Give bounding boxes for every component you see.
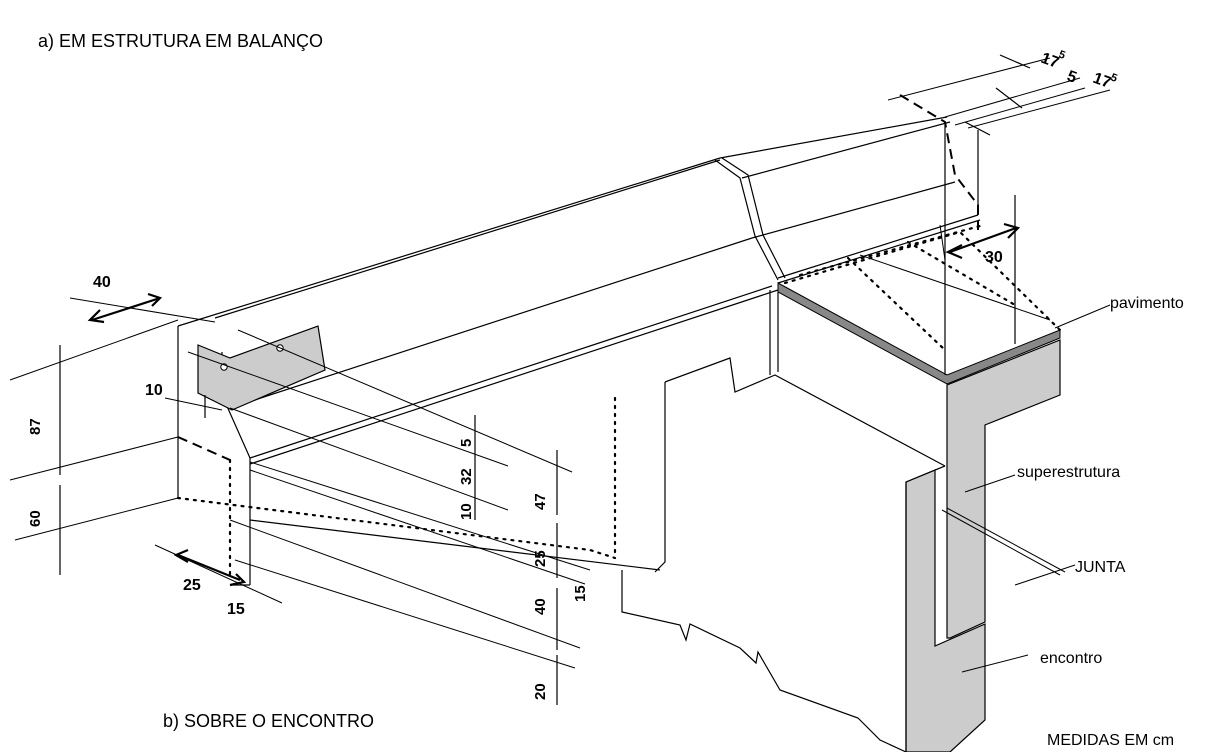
top-right-hatch — [859, 254, 1051, 321]
dotted-top-right-4 — [906, 240, 1017, 307]
lower-edge-2b — [777, 219, 981, 284]
dim-30-arrow — [949, 226, 1017, 254]
lower-edge-1b — [777, 214, 979, 279]
top-edge-2b — [741, 121, 951, 179]
title-a: a) EM ESTRUTURA EM BALANÇO — [38, 31, 323, 51]
slab-underside-line — [249, 519, 661, 571]
lower-edge-1 — [249, 285, 773, 459]
ext-line-40b — [229, 519, 581, 649]
barrier-body — [176, 94, 1062, 752]
label-superestrutura: superestrutura — [1017, 464, 1120, 481]
tick-5 — [995, 87, 1023, 109]
dim-30: 30 — [985, 249, 1003, 266]
dim-10: 10 — [145, 382, 163, 399]
abutment-top-edge — [934, 465, 946, 471]
dim-47: 47 — [532, 493, 549, 510]
ext-line-10b — [229, 407, 509, 511]
ext-line-17b — [967, 89, 1111, 129]
top-edge-2 — [214, 159, 721, 319]
top-edge-1 — [177, 157, 721, 327]
superstructure-section — [905, 339, 1066, 752]
joint-break-1 — [714, 159, 779, 281]
ext-line-10 — [164, 397, 223, 411]
encontro-section-fill — [905, 469, 986, 752]
dim-17-b-sup: 5 — [1109, 72, 1119, 85]
ext-line-32 — [187, 351, 509, 467]
dim-25b: 25 — [532, 550, 549, 567]
dim-17-a: 17 — [1039, 50, 1062, 72]
junta-line-1 — [941, 509, 1061, 576]
top-edge-1b — [719, 116, 948, 159]
title-b: b) SOBRE O ENCONTRO — [163, 711, 374, 731]
dashed-section-right — [899, 94, 979, 230]
junta-line-2 — [946, 507, 1066, 573]
ext-line-87-top — [9, 319, 179, 381]
label-pavimento: pavimento — [1110, 295, 1184, 312]
ext-line-25 — [154, 544, 283, 604]
tick-17b — [964, 121, 991, 136]
step-profile-top — [664, 357, 946, 467]
ext-line-40 — [69, 297, 216, 323]
label-encontro: encontro — [1040, 650, 1102, 667]
dim-25-arrow — [177, 553, 241, 582]
ext-line-5 — [237, 329, 573, 473]
ext-line-60-bot — [14, 497, 179, 541]
dashed-face-left — [177, 436, 231, 461]
ext-line-20 — [234, 559, 576, 669]
mid-edge-1b — [751, 181, 956, 239]
tick-17a — [999, 54, 1031, 69]
ground-break-line — [621, 570, 907, 752]
leader-superestrutura — [964, 474, 1016, 493]
dim-15-left: 15 — [227, 601, 245, 618]
step-profile-left — [654, 382, 666, 573]
dim-30-arrowhead-r — [1003, 222, 1021, 239]
dotted-base-line — [176, 496, 617, 560]
superestrutura-section-fill — [946, 339, 1061, 639]
dim-32: 32 — [458, 468, 475, 485]
dim-25-arrowhead — [173, 548, 189, 563]
label-junta: JUNTA — [1075, 559, 1126, 576]
dim-10b: 10 — [458, 503, 475, 520]
leader-pavimento — [1054, 304, 1111, 329]
anchor-plate — [197, 325, 326, 411]
dimension-lines — [9, 54, 1111, 705]
dim-25: 25 — [183, 577, 201, 594]
joint-break-2 — [721, 157, 786, 279]
dim-30-arrowhead-l — [945, 244, 963, 260]
dim-15b: 15 — [572, 585, 589, 602]
lower-edge-2 — [249, 289, 779, 465]
dim-87: 87 — [27, 418, 44, 435]
dim-40-arrow — [91, 296, 161, 322]
ext-line-15b — [249, 469, 586, 585]
ext-line-25b — [249, 461, 591, 571]
dim-60: 60 — [27, 510, 44, 527]
dim-17-a-sup: 5 — [1057, 49, 1067, 62]
dotted-top-right-3 — [846, 256, 947, 352]
dim-40-arrowhead-r — [147, 292, 163, 307]
leader-encontro — [961, 654, 1029, 673]
dim-5: 5 — [458, 439, 475, 447]
mid-edge-1 — [229, 237, 753, 409]
dim-17-b: 17 — [1091, 70, 1114, 92]
pavement-strip — [777, 282, 1061, 385]
dim-20: 20 — [532, 683, 549, 700]
ext-line-30 — [939, 224, 946, 261]
dim-40-top: 40 — [93, 274, 111, 291]
units-note: MEDIDAS EM cm — [1047, 732, 1174, 749]
dotted-top-right-2 — [798, 224, 982, 277]
dim-40b: 40 — [532, 598, 549, 615]
ext-line-87-bot — [9, 436, 179, 481]
dim-40-arrowhead-l — [87, 309, 105, 324]
dim-15-arrowhead — [229, 573, 247, 587]
ext-line-5mid — [944, 77, 1081, 118]
dim-5-mid: 5 — [1065, 68, 1079, 87]
leader-junta — [1014, 564, 1076, 586]
